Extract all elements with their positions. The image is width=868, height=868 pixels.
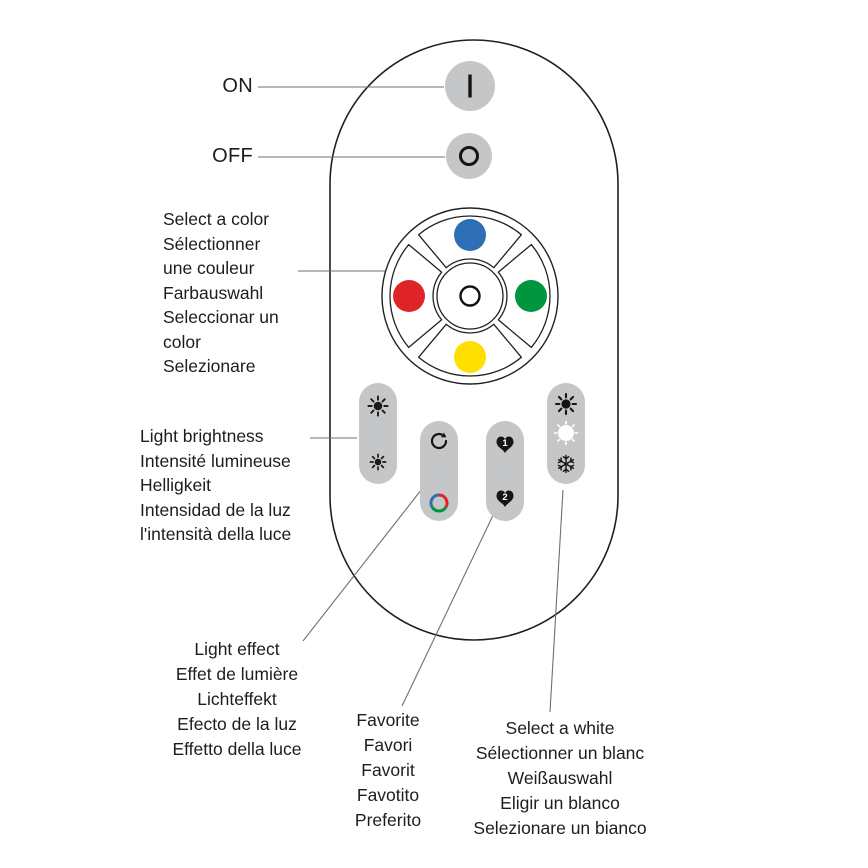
- label-off: OFF: [212, 145, 253, 167]
- light-effect-button: [420, 421, 458, 521]
- power-off-button: [446, 133, 492, 179]
- connector-select-white: [549, 489, 564, 713]
- label-favorite: Favorite Favori Favorit Favotito Preferi…: [354, 710, 422, 830]
- brightness-down-sun-icon: [369, 453, 387, 471]
- brightness-up-sun-icon: [367, 395, 389, 417]
- brightness-button: [359, 383, 397, 484]
- color-pad-center-icon: [459, 285, 481, 307]
- favorite-1-number: 1: [502, 438, 508, 449]
- connector-lines: [258, 86, 564, 713]
- color-yellow-dot: [454, 341, 486, 373]
- light-effect-button-face: [420, 421, 458, 521]
- color-red-dot: [393, 280, 425, 312]
- brightness-button-face: [359, 383, 397, 484]
- power-on-button: [445, 61, 495, 111]
- power-off-icon: [459, 146, 479, 166]
- favorite-button-face: [486, 421, 524, 521]
- favorite-2-number: 2: [502, 492, 507, 503]
- effect-cycle-icon: [430, 432, 448, 450]
- favorite-button: 1 2: [486, 421, 524, 521]
- warm-white-sun-icon: [554, 392, 578, 416]
- label-select-color: Select a color Sélectionner une couleur …: [163, 209, 279, 376]
- power-off-button-face: [446, 133, 492, 179]
- label-light-effect: Light effect Effet de lumière Lichteffek…: [172, 639, 302, 759]
- connector-light-effect: [302, 470, 437, 642]
- neutral-white-icon: [553, 420, 579, 446]
- color-pad: [381, 207, 559, 385]
- label-select-white: Select a white Sélectionner un blanc Wei…: [473, 718, 647, 838]
- label-on: ON: [222, 75, 253, 97]
- white-select-button: [547, 383, 585, 484]
- label-brightness: Light brightness Intensité lumineuse Hel…: [140, 426, 292, 544]
- color-green-dot: [515, 280, 547, 312]
- connector-favorite: [401, 506, 498, 707]
- color-blue-dot: [454, 219, 486, 251]
- effect-rgb-cycle-icon: [429, 493, 449, 513]
